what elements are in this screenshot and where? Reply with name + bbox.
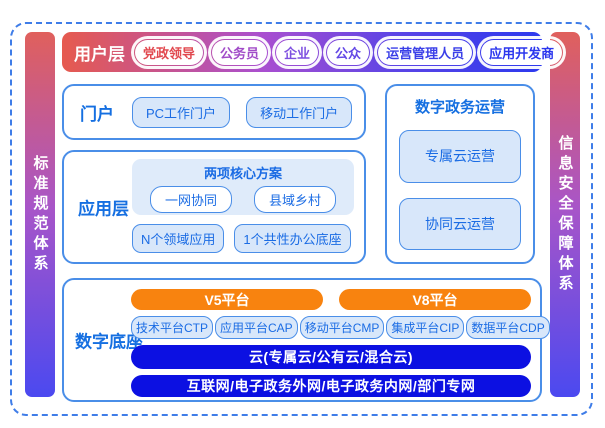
pillar-security: 信息安全保障体系 bbox=[550, 32, 580, 397]
core-solutions-title: 两项核心方案 bbox=[203, 166, 282, 181]
application-bottom-row: N个领域应用 1个共性办公底座 bbox=[132, 224, 351, 253]
core-item-one-network: 一网协同 bbox=[149, 186, 232, 213]
digital-base-label: 数字底座 bbox=[75, 332, 143, 352]
portal-box: 门户 PC工作门户 移动工作门户 bbox=[62, 84, 366, 140]
user-layer-pills: 党政领导 公务员 企业 公众 运营管理人员 应用开发商 bbox=[133, 38, 564, 67]
ops-item-dedicated-cloud: 专属云运营 bbox=[399, 130, 521, 183]
operations-title: 数字政务运营 bbox=[414, 99, 505, 116]
sub-platform-cmp: 移动平台CMP bbox=[299, 316, 385, 339]
core-solutions-row: 一网协同 县域乡村 bbox=[149, 186, 337, 213]
digital-base-box: 数字底座 V5平台 V8平台 技术平台CTP 应用平台CAP 移动平台CMP 集… bbox=[62, 278, 550, 402]
cloud-bar: 云(专属云/公有云/混合云) bbox=[131, 345, 531, 369]
user-pill-enterprises: 企业 bbox=[274, 38, 320, 67]
network-bar: 互联网/电子政务外网/电子政务内网/部门专网 bbox=[131, 375, 531, 397]
portal-label: 门户 bbox=[80, 104, 114, 124]
core-solutions-panel: 两项核心方案 一网协同 县域乡村 bbox=[132, 159, 354, 215]
sub-platform-cdp: 数据平台CDP bbox=[466, 316, 550, 339]
sub-platform-ctp: 技术平台CTP bbox=[131, 316, 214, 339]
sub-platform-cip: 集成平台CIP bbox=[386, 316, 465, 339]
portal-item-pc-portal: PC工作门户 bbox=[132, 96, 231, 128]
platform-row: V5平台 V8平台 bbox=[131, 289, 531, 310]
sub-platform-row: 技术平台CTP 应用平台CAP 移动平台CMP 集成平台CIP 数据平台CDP bbox=[131, 316, 550, 339]
application-layer-box: 应用层 两项核心方案 一网协同 县域乡村 N个领域应用 1个共性办公底座 bbox=[62, 150, 366, 264]
operations-box: 数字政务运营 专属云运营 协同云运营 bbox=[385, 84, 535, 264]
platform-bar-v5: V5平台 bbox=[131, 289, 323, 310]
pillar-standards: 标准规范体系 bbox=[25, 32, 55, 397]
portal-items: PC工作门户 移动工作门户 bbox=[132, 96, 353, 128]
digital-base-content: V5平台 V8平台 技术平台CTP 应用平台CAP 移动平台CMP 集成平台CI… bbox=[131, 289, 550, 397]
user-pill-party-gov-leaders: 党政领导 bbox=[133, 38, 205, 67]
pillar-security-label: 信息安全保障体系 bbox=[556, 134, 574, 295]
ops-item-collaborative-cloud: 协同云运营 bbox=[399, 197, 521, 250]
portal-item-mobile-portal: 移动工作门户 bbox=[246, 96, 353, 128]
core-item-county-rural: 县域乡村 bbox=[254, 186, 337, 213]
user-pill-public: 公众 bbox=[325, 38, 371, 67]
user-layer-label: 用户层 bbox=[74, 44, 125, 64]
user-pill-civil-servants: 公务员 bbox=[210, 38, 269, 67]
platform-bar-v8: V8平台 bbox=[339, 289, 531, 310]
app-item-common-office-base: 1个共性办公底座 bbox=[234, 224, 351, 253]
user-pill-operations-managers: 运营管理人员 bbox=[376, 38, 474, 67]
outer-dashed-frame bbox=[10, 22, 593, 416]
pillar-standards-label: 标准规范体系 bbox=[31, 154, 49, 275]
sub-platform-cap: 应用平台CAP bbox=[215, 316, 298, 339]
operations-items: 专属云运营 协同云运营 bbox=[399, 130, 521, 250]
user-layer-bar: 用户层 党政领导 公务员 企业 公众 运营管理人员 应用开发商 bbox=[62, 32, 563, 72]
application-layer-label: 应用层 bbox=[78, 199, 129, 219]
user-pill-app-developers: 应用开发商 bbox=[479, 38, 564, 67]
app-item-n-domain-apps: N个领域应用 bbox=[132, 224, 225, 253]
